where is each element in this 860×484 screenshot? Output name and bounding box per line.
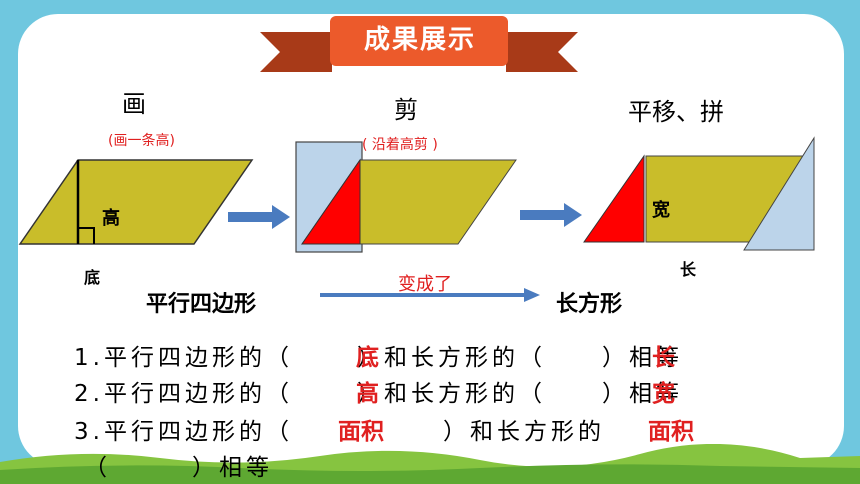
title-ribbon bbox=[260, 16, 578, 72]
sentence-text: ）和长方形的 bbox=[442, 419, 605, 445]
answer-length: 长 bbox=[652, 345, 675, 371]
label-width: 宽 bbox=[652, 200, 670, 221]
sentence-text: ）相等 bbox=[601, 345, 683, 371]
answer-area: 面积 bbox=[338, 419, 384, 445]
answer-height: 高 bbox=[356, 381, 379, 407]
shape-from: 平行四边形 bbox=[146, 292, 257, 317]
arrow-text: 变成了 bbox=[398, 274, 452, 295]
cut-figure bbox=[295, 141, 517, 253]
sentence-number: 3. bbox=[74, 419, 104, 445]
answer-base: 底 bbox=[356, 345, 379, 371]
sentence-text: ）相等 bbox=[601, 381, 683, 407]
sentence-number: 2. bbox=[74, 381, 104, 407]
sentence-number: 1. bbox=[74, 345, 104, 371]
sentence-text: ）和长方形的（ bbox=[356, 345, 546, 371]
rectangle-figure bbox=[583, 136, 815, 251]
sentence-3-continued: （ ）相等 bbox=[84, 455, 273, 481]
answer-width: 宽 bbox=[652, 381, 675, 407]
step-draw: 画 bbox=[122, 90, 146, 118]
sentence-3: 3.平行四边形的（ ）和长方形的 bbox=[74, 412, 605, 446]
sentence-text: ）和长方形的（ bbox=[356, 381, 546, 407]
sentence-1: 1.平行四边形的（ ）和长方形的（ ）相等 bbox=[74, 338, 683, 372]
label-length: 长 bbox=[680, 260, 697, 279]
parallelogram-figure bbox=[18, 159, 254, 245]
label-height: 高 bbox=[102, 208, 120, 229]
sentence-text: 平行四边形的（ bbox=[103, 381, 293, 407]
label-base: 底 bbox=[84, 268, 101, 287]
note-cut: ( 沿着高剪 ) bbox=[362, 137, 438, 153]
arrow-right-icon bbox=[228, 205, 290, 229]
sentence-text: 平行四边形的（ bbox=[103, 419, 293, 445]
grass-decoration bbox=[0, 444, 860, 484]
long-arrow-icon bbox=[320, 288, 540, 302]
arrow-right-icon bbox=[520, 203, 582, 227]
shape-to: 长方形 bbox=[556, 292, 623, 317]
sentence-text: 平行四边形的（ bbox=[103, 345, 293, 371]
note-draw: (画一条高) bbox=[108, 133, 175, 149]
answer-area-rect: 面积 bbox=[648, 419, 694, 445]
step-move: 平移、拼 bbox=[628, 98, 724, 126]
step-cut: 剪 bbox=[394, 96, 418, 124]
sentence-2: 2.平行四边形的（ ）和长方形的（ ）相等 bbox=[74, 374, 683, 408]
page-title: 成果展示 bbox=[363, 25, 476, 55]
